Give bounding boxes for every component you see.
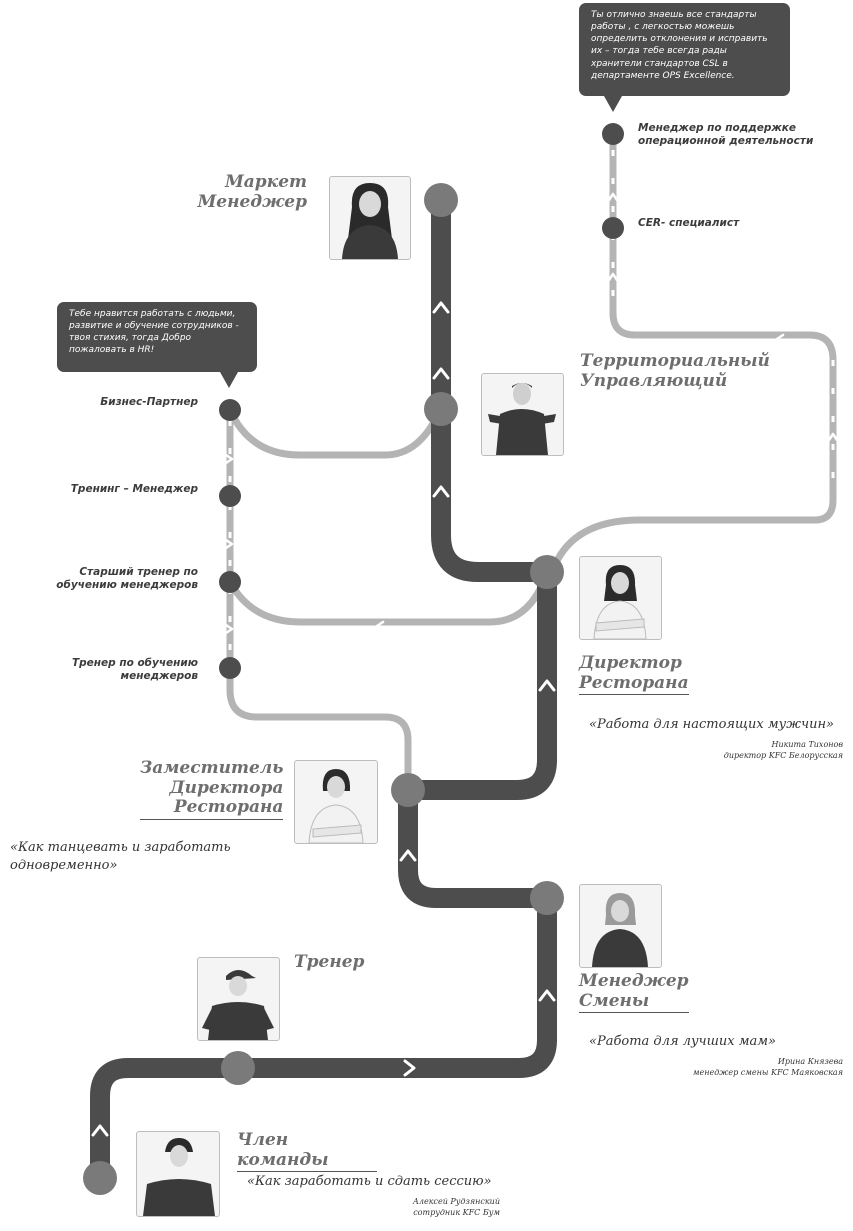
author-team: Алексей Рудзянский сотрудник KFC Бум: [300, 1197, 500, 1219]
photo-deputy-director: [294, 760, 378, 844]
label-shift-manager: Менеджер Смены: [579, 971, 689, 1014]
main-line-low: [398, 790, 547, 908]
label-restaurant-director: Директор Ресторана: [579, 653, 689, 696]
deputy-director-text: Заместитель Директора Ресторана: [140, 758, 284, 820]
senior-director-line: [226, 569, 551, 626]
photo-restaurant-director: [579, 556, 662, 640]
main-line-top: [431, 200, 547, 582]
bubble-tail: [220, 372, 238, 388]
ops-info-bubble: Ты отлично знаешь все стандарты работы ,…: [579, 3, 790, 112]
quote-team: «Как заработать и сдать сессию»: [247, 1174, 492, 1189]
label-ops-manager: Менеджер по поддержке операционной деяте…: [638, 122, 814, 148]
station-shift-manager: [530, 881, 564, 915]
bp-territorial-line: [226, 406, 444, 459]
station-training-manager: [219, 485, 241, 507]
photo-market-manager: [329, 176, 411, 260]
bubble-tail: [604, 96, 622, 112]
photo-territorial: [481, 373, 564, 456]
author-team-role: сотрудник KFC Бум: [413, 1207, 500, 1217]
label-training-manager: Тренинг – Менеджер: [70, 483, 198, 495]
photo-shift-manager: [579, 884, 662, 968]
station-territorial: [424, 392, 458, 426]
station-market-manager: [424, 183, 458, 217]
quote-deputy: «Как танцевать и заработать одновременно…: [10, 840, 231, 873]
station-deputy-director: [391, 773, 425, 807]
author-shift-role: менеджер смены KFC Маяковская: [692, 1067, 843, 1077]
chevron-arrow-icon: [224, 192, 839, 635]
station-senior-trainer: [219, 571, 241, 593]
author-shift-name: Ирина Князева: [777, 1057, 843, 1066]
quote-shift: «Работа для лучших мам»: [589, 1034, 776, 1049]
label-manager-trainer: Тренер по обучению менеджеров: [71, 657, 198, 683]
label-trainer: Тренер: [294, 952, 365, 972]
station-team-member: [83, 1161, 117, 1195]
label-senior-trainer: Старший тренер по обучению менеджеров: [56, 566, 198, 592]
team-member-text: Член команды: [237, 1130, 377, 1173]
hr-info-bubble: Тебе нравится работать с людьми, развити…: [57, 302, 257, 388]
station-ops-manager: [602, 123, 624, 145]
station-cer: [602, 217, 624, 239]
ops-branch-line: [551, 130, 837, 569]
author-director: Никита Тихонов директор KFC Белорусская: [640, 740, 843, 762]
chevron-arrow-icon: [91, 301, 556, 1137]
label-market-manager: Маркет Менеджер: [197, 172, 307, 212]
quote-director: «Работа для настоящих мужчин»: [589, 717, 834, 732]
main-line-mid: [408, 572, 557, 800]
station-trainer: [221, 1051, 255, 1085]
shift-manager-text: Менеджер Смены: [579, 971, 689, 1014]
station-business-partner: [219, 399, 241, 421]
author-director-name: Никита Тихонов: [771, 740, 843, 749]
author-shift: Ирина Князева менеджер смены KFC Маяковс…: [640, 1057, 843, 1079]
photo-team-member: [136, 1131, 220, 1217]
restaurant-director-text: Директор Ресторана: [579, 653, 689, 696]
author-team-name: Алексей Рудзянский: [412, 1197, 500, 1206]
label-territorial: Территориальный Управляющий: [580, 351, 770, 391]
label-cer: CER- специалист: [638, 217, 740, 229]
label-deputy-director: Заместитель Директора Ресторана: [140, 758, 284, 820]
label-team-member: Член команды: [237, 1130, 377, 1173]
station-restaurant-director: [530, 555, 564, 589]
photo-trainer: [197, 957, 280, 1041]
author-director-role: директор KFC Белорусская: [723, 750, 843, 760]
hr-branch-line: [226, 406, 412, 794]
main-line-bottom: [90, 898, 557, 1178]
label-business-partner: Бизнес-Партнер: [100, 396, 198, 408]
station-manager-trainer: [219, 657, 241, 679]
